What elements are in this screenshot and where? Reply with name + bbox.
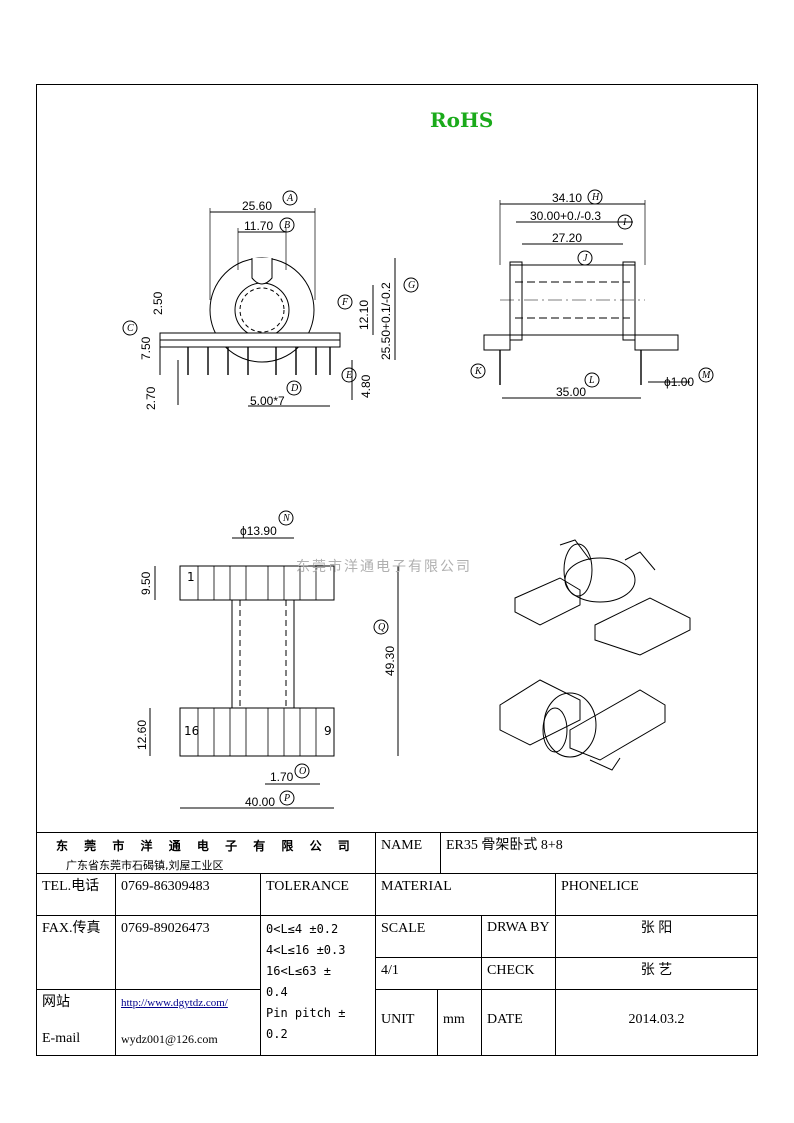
tolerance-row-2: 4<L≤16 ±0.3: [266, 943, 346, 957]
dim-c2: 7.50: [139, 336, 153, 360]
bottom-view: [149, 537, 399, 809]
label-o: O: [299, 766, 306, 777]
name-value: ER35 骨架卧式 8+8: [441, 832, 758, 874]
tolerance-table: 0<L≤4 ±0.2 4<L≤16 ±0.3 16<L≤63 ± 0.4 Pin…: [261, 916, 376, 1056]
technical-drawing: 25.60 11.70 5.00*7 2.50 7.50 2.70 12.10 …: [122, 189, 714, 809]
label-j: J: [583, 253, 588, 264]
company-address: 广东省东莞市石碣镇,刘屋工业区: [66, 859, 224, 872]
label-l: L: [588, 375, 595, 386]
dim-c: 2.50: [151, 291, 165, 315]
dim-a: 25.60: [242, 199, 272, 213]
dim-m: ϕ1.00: [664, 375, 694, 389]
dim-q: 49.30: [383, 646, 397, 676]
tel-value: 0769-86309483: [116, 874, 261, 916]
web-email-labels: 网站 E-mail: [36, 990, 116, 1056]
pin-9-label: 9: [324, 724, 332, 738]
label-m: M: [701, 370, 711, 381]
dim-p: 40.00: [245, 795, 275, 809]
scale-label: SCALE: [376, 916, 482, 958]
label-h: H: [591, 192, 600, 203]
drawer-name: 张 阳: [556, 916, 758, 958]
front-view: [159, 208, 396, 407]
unit-value: mm: [438, 990, 482, 1056]
unit-label: UNIT: [376, 990, 438, 1056]
bottom-view-labels: [278, 510, 389, 806]
dim-e: 4.80: [359, 374, 373, 398]
tolerance-label: TOLERANCE: [261, 874, 376, 916]
label-b: B: [284, 220, 290, 231]
pin-16-label: 16: [184, 724, 199, 738]
dim-r: 9.50: [139, 571, 153, 595]
isometric-view-2: [499, 679, 666, 771]
rohs-mark: RoHS: [430, 108, 494, 132]
isometric-view-1: [514, 539, 691, 656]
dim-f: 12.10: [357, 300, 371, 330]
dim-c3: 2.70: [144, 386, 158, 410]
dim-b: 11.70: [244, 219, 273, 233]
fax-label: FAX.传真: [36, 916, 116, 990]
dim-d: 5.00*7: [250, 394, 285, 408]
dim-n: ϕ13.90: [240, 524, 277, 538]
web-email-values: http://www.dgytdz.com/ wydz001@126.com: [116, 990, 261, 1056]
company-cell: 东 莞 市 洋 通 电 子 有 限 公 司 广东省东莞市石碣镇,刘屋工业区: [36, 832, 376, 874]
label-c: C: [127, 323, 134, 334]
email-label: E-mail: [42, 1031, 81, 1046]
side-view-labels: [470, 189, 714, 388]
name-label: NAME: [376, 832, 441, 874]
dim-s: 12.60: [135, 720, 149, 750]
fax-value: 0769-89026473: [116, 916, 261, 990]
dim-l: 35.00: [556, 385, 586, 399]
email-value: wydz001@126.com: [121, 1032, 218, 1046]
dim-o: 1.70: [270, 770, 294, 784]
checker-name: 张 艺: [556, 958, 758, 990]
label-p: P: [283, 793, 290, 804]
label-g: G: [408, 280, 415, 291]
material-label: MATERIAL: [376, 874, 556, 916]
pin-1-label: 1: [187, 570, 195, 584]
label-d: D: [290, 383, 299, 394]
date-value: 2014.03.2: [556, 990, 758, 1056]
label-q: Q: [378, 622, 386, 633]
title-block: 东 莞 市 洋 通 电 子 有 限 公 司 广东省东莞市石碣镇,刘屋工业区 NA…: [36, 832, 758, 1056]
tolerance-row-4b: 0.2: [266, 1027, 288, 1041]
front-view-labels: [122, 190, 419, 396]
phonelice-label: PHONELICE: [556, 874, 758, 916]
label-n: N: [282, 513, 291, 524]
dim-g: 25.50+0.1/-0.2: [379, 282, 393, 360]
web-label: 网站: [42, 995, 70, 1010]
label-i: I: [622, 217, 627, 228]
tolerance-row-3b: 0.4: [266, 985, 288, 999]
label-k: K: [474, 366, 483, 377]
scale-value: 4/1: [376, 958, 482, 990]
label-e: E: [345, 370, 352, 381]
dim-h: 34.10: [552, 191, 582, 205]
watermark: 东莞市洋通电子有限公司: [296, 559, 472, 575]
date-label: DATE: [482, 990, 556, 1056]
dim-i: 30.00+0./-0.3: [530, 209, 601, 223]
tolerance-row-1: 0<L≤4 ±0.2: [266, 922, 339, 936]
drwaby-label: DRWA BY: [482, 916, 556, 958]
tolerance-row-3: 16<L≤63 ±: [266, 964, 332, 978]
web-link[interactable]: http://www.dgytdz.com/: [121, 997, 228, 1009]
dim-j: 27.20: [552, 231, 582, 245]
company-name: 东 莞 市 洋 通 电 子 有 限 公 司: [56, 839, 356, 853]
check-label: CHECK: [482, 958, 556, 990]
side-view: [483, 200, 690, 399]
label-f: F: [341, 297, 349, 308]
label-a: A: [286, 193, 294, 204]
tel-label: TEL.电话: [36, 874, 116, 916]
tolerance-row-4: Pin pitch ±: [266, 1006, 346, 1020]
